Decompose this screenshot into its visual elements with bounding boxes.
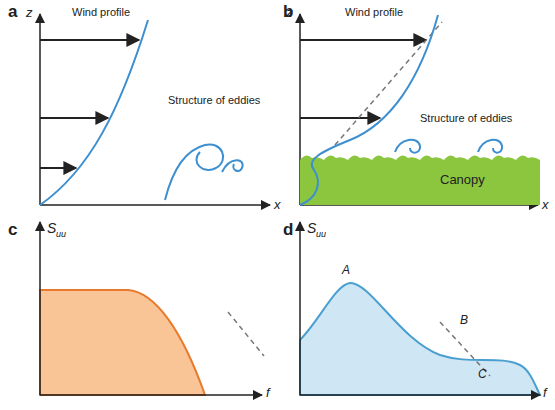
canopy-region: Canopy: [300, 150, 540, 205]
wind-profile-curve: [300, 15, 438, 205]
axis-label: S: [307, 220, 316, 236]
axis: [300, 394, 540, 396]
panel-letter: a: [8, 2, 17, 22]
axis-label: uu: [56, 229, 66, 239]
axis-label: Structure of eddies: [168, 94, 260, 107]
log-profile-line: [335, 22, 442, 145]
axis-label: Wind profile: [72, 6, 130, 19]
axis: [40, 394, 262, 396]
axis-label: f: [266, 386, 270, 401]
wind-profile-curve: [40, 20, 148, 205]
wind-arrow: [40, 117, 108, 119]
panel-letter: d: [283, 220, 293, 240]
panel-letter: c: [8, 220, 17, 240]
axis-label: B: [460, 314, 468, 328]
axis-label: z: [286, 6, 293, 21]
canopy-shape: [300, 150, 540, 205]
region-label: Canopy: [440, 172, 485, 187]
eddy: [395, 140, 420, 153]
slope-line: [228, 312, 264, 356]
axis: [39, 14, 41, 205]
axis-label: x: [542, 198, 549, 213]
axis-label: f: [543, 386, 547, 401]
axis-label: Wind profile: [345, 6, 403, 19]
eddy: [478, 140, 502, 153]
eddy: [165, 144, 223, 200]
eddy: [222, 160, 243, 172]
axis-label: C: [478, 368, 487, 382]
axis-label: Structure of eddies: [420, 112, 512, 125]
wind-arrow: [300, 117, 380, 119]
spectrum-area: [40, 290, 205, 395]
canopy-fill: [300, 155, 540, 205]
wind-arrow: [40, 39, 139, 41]
axis-label: uu: [316, 229, 326, 239]
wind-arrow: [40, 167, 76, 169]
spectrum-area: [300, 283, 540, 395]
axis-label: S: [47, 220, 56, 236]
axis: [299, 222, 301, 395]
axis-label: z: [26, 6, 33, 21]
axis: [40, 204, 270, 206]
axis-label: x: [274, 198, 281, 213]
axis: [39, 222, 41, 395]
axis-label: A: [342, 264, 350, 278]
wind-arrow: [300, 39, 426, 41]
